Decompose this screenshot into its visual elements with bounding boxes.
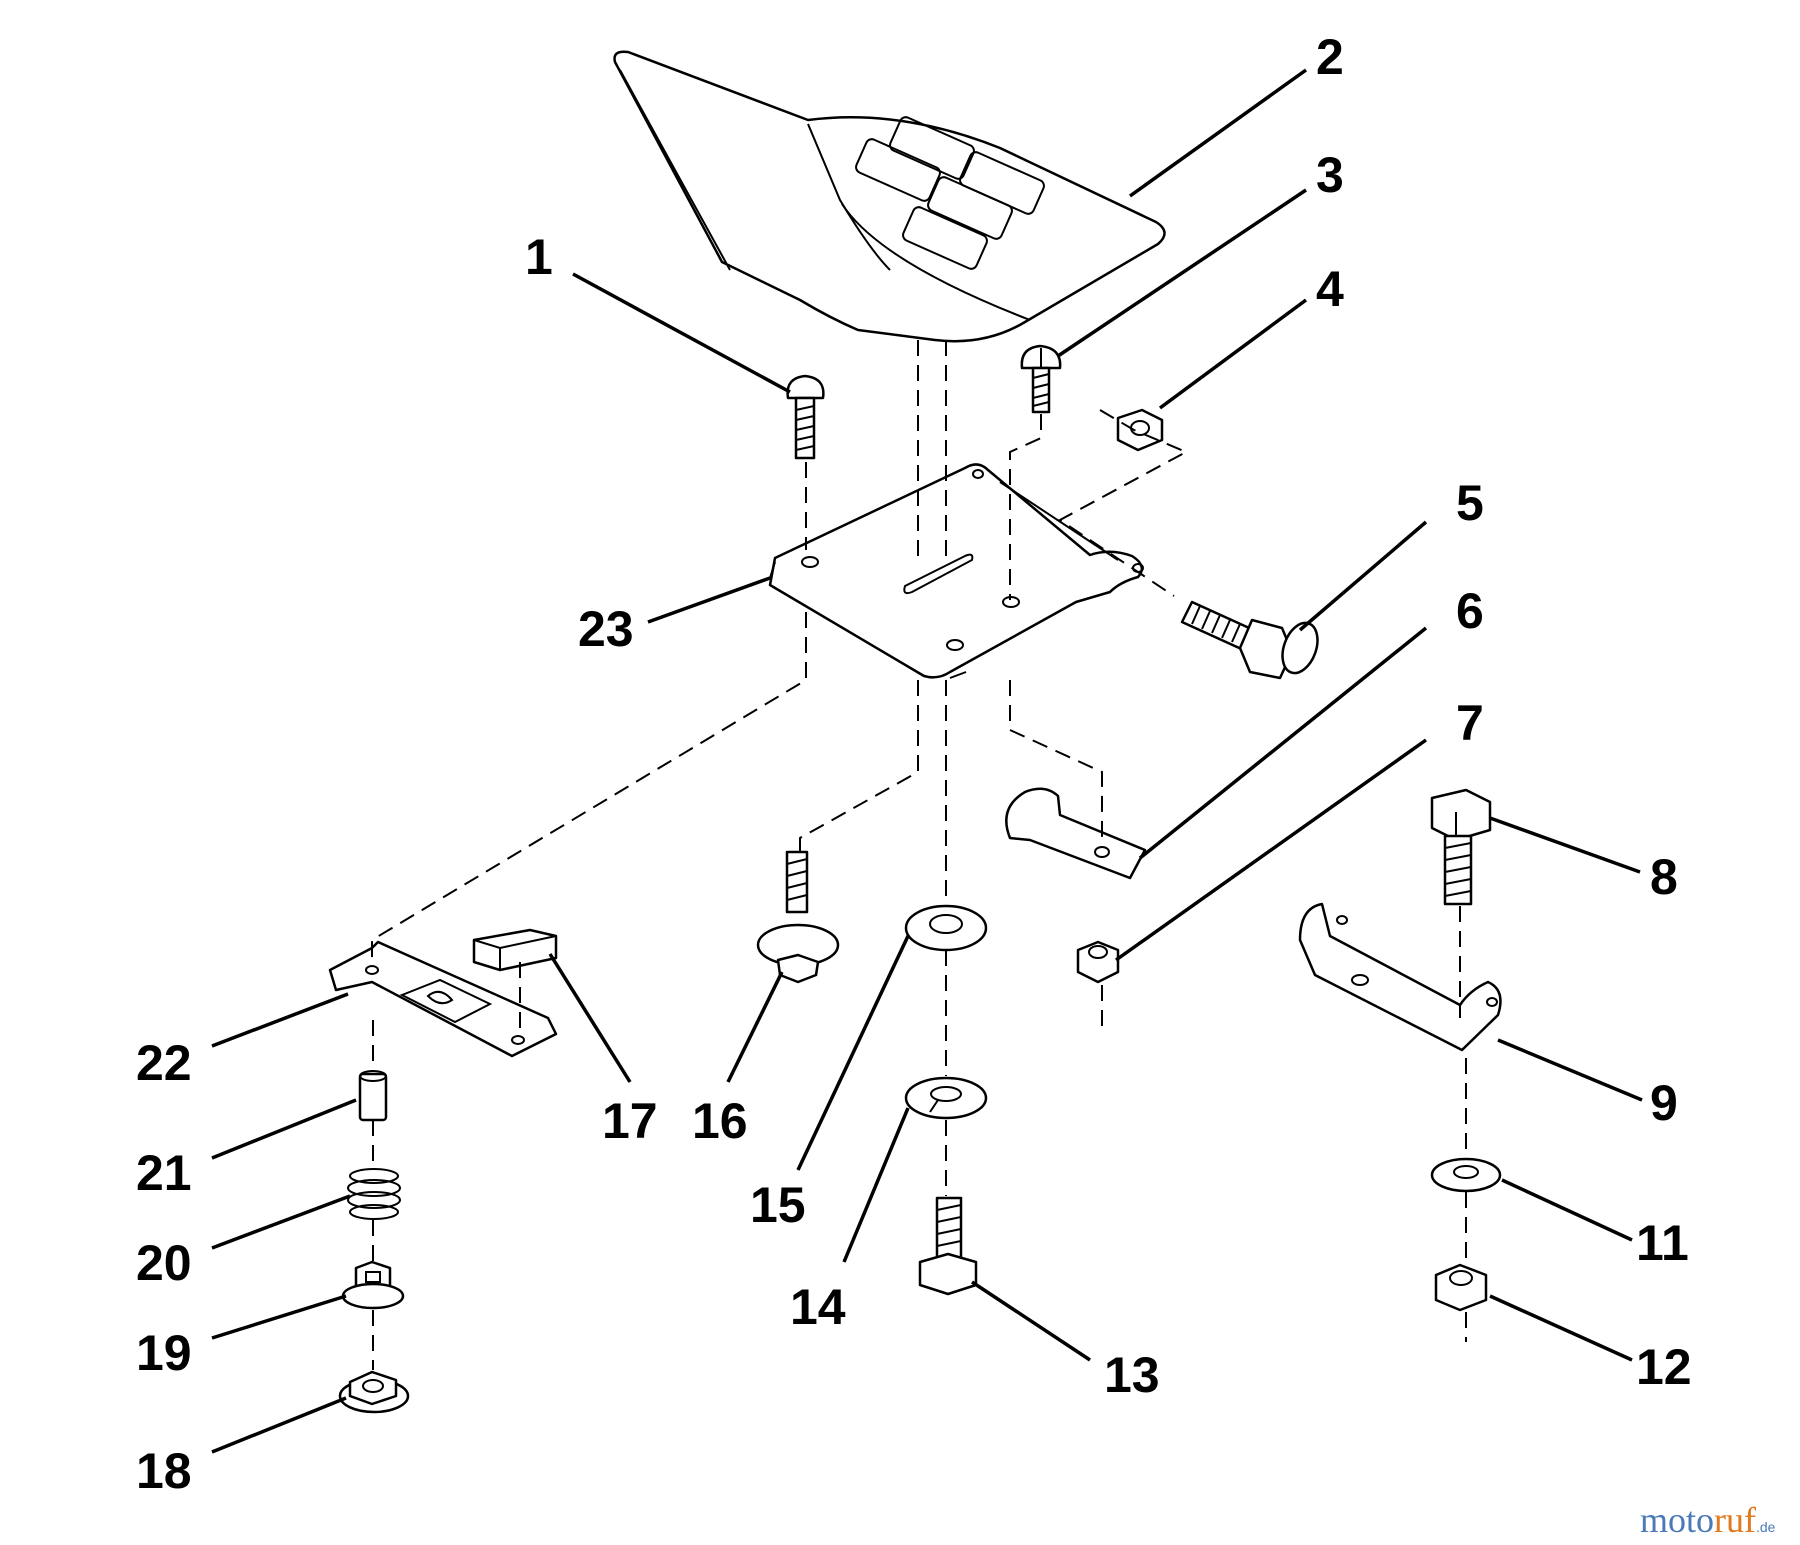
- seat-part-2: [613, 50, 1166, 343]
- callout-numbers: 1 2 3 4 5 6 7 8 9 11 12 13 14 15 16 17 1…: [136, 29, 1692, 1499]
- lock-nut-part-7: [1076, 940, 1120, 984]
- spring-part-20: [347, 1168, 401, 1220]
- watermark-logo: motoruf.de: [1640, 1500, 1776, 1540]
- clip-part-6: [1005, 787, 1147, 880]
- bushing-part-19: [341, 1260, 405, 1310]
- callout-9: 9: [1650, 1075, 1678, 1131]
- carriage-bolt-part-1: [786, 374, 825, 460]
- pin-part-21: [358, 1070, 388, 1122]
- nut-part-4: [1116, 408, 1164, 452]
- latch-plate-part-22: [328, 940, 558, 1058]
- leader-lines: [211, 68, 1643, 1454]
- seat-plate-part-23: [768, 463, 1144, 679]
- callout-14: 14: [790, 1279, 846, 1335]
- split-washer-part-14: [904, 1076, 988, 1120]
- callout-13: 13: [1104, 1347, 1160, 1403]
- bracket-part-9: [1298, 902, 1502, 1052]
- hex-bolt-part-8: [1430, 788, 1492, 906]
- callout-17: 17: [602, 1093, 658, 1149]
- hex-bolt-part-13: [918, 1196, 978, 1296]
- callout-1: 1: [525, 229, 553, 285]
- callout-22: 22: [136, 1035, 192, 1091]
- callout-2: 2: [1316, 29, 1344, 85]
- flange-nut-part-18: [338, 1370, 410, 1414]
- callout-8: 8: [1650, 849, 1678, 905]
- screw-part-3: [1020, 344, 1062, 414]
- callout-19: 19: [136, 1325, 192, 1381]
- callout-23: 23: [578, 601, 634, 657]
- hex-bolt-part-5: [1180, 600, 1319, 680]
- callout-18: 18: [136, 1443, 192, 1499]
- callout-15: 15: [750, 1177, 806, 1233]
- watermark-part-ruf: ruf: [1714, 1500, 1756, 1540]
- lock-nut-part-12: [1434, 1263, 1488, 1312]
- callout-3: 3: [1316, 147, 1344, 203]
- assembly-guide-lines: [371, 340, 1467, 1370]
- watermark-part-moto: moto: [1640, 1500, 1714, 1540]
- svg-text:motoruf.de: motoruf.de: [1640, 1500, 1776, 1540]
- callout-11: 11: [1636, 1215, 1689, 1271]
- watermark-part-de: .de: [1756, 1519, 1776, 1535]
- flat-washer-part-15: [904, 904, 988, 952]
- callout-21: 21: [136, 1145, 192, 1201]
- callout-16: 16: [692, 1093, 748, 1149]
- callout-12: 12: [1636, 1339, 1692, 1395]
- shoulder-bolt-part-16: [756, 850, 840, 984]
- callout-7: 7: [1456, 695, 1484, 751]
- callout-4: 4: [1316, 261, 1344, 317]
- block-part-17: [472, 928, 558, 972]
- callout-6: 6: [1456, 583, 1484, 639]
- washer-part-11: [1430, 1157, 1502, 1193]
- callout-5: 5: [1456, 475, 1484, 531]
- callout-20: 20: [136, 1235, 192, 1291]
